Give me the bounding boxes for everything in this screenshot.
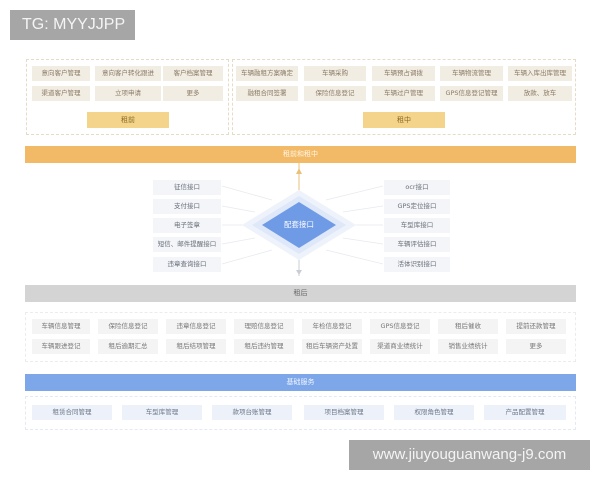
- post-item[interactable]: 提前还款管理: [506, 319, 566, 334]
- post-item[interactable]: 年检信息登记: [302, 319, 362, 334]
- mid-item[interactable]: 放款、放车: [508, 86, 572, 101]
- post-item[interactable]: 违章信息登记: [166, 319, 226, 334]
- base-item[interactable]: 项目档案管理: [304, 405, 384, 420]
- post-item[interactable]: 租后结项管理: [166, 339, 226, 354]
- interface-right[interactable]: GPS定位接口: [384, 199, 450, 214]
- base-item[interactable]: 租赁合同管理: [32, 405, 112, 420]
- mid-lease-label: 租中: [363, 112, 445, 128]
- post-lease-bar: 租后: [25, 285, 576, 302]
- mid-item[interactable]: 车辆入库出库管理: [508, 66, 572, 81]
- pre-lease-label: 租前: [87, 112, 169, 128]
- post-item[interactable]: GPS信息登记: [370, 319, 430, 334]
- pre-item[interactable]: 意向客户管理: [32, 66, 90, 81]
- pre-item[interactable]: 立项申请: [95, 86, 161, 101]
- base-item[interactable]: 产品配置管理: [484, 405, 566, 420]
- interface-left[interactable]: 支付接口: [153, 199, 221, 214]
- post-item[interactable]: 理赔信息登记: [234, 319, 294, 334]
- mid-item[interactable]: 车辆融租方案确定: [236, 66, 298, 81]
- base-item[interactable]: 款项台账管理: [212, 405, 292, 420]
- interface-right[interactable]: ocr接口: [384, 180, 450, 195]
- pre-item-more[interactable]: 更多: [163, 86, 223, 101]
- mid-item[interactable]: GPS信息登记管理: [440, 86, 503, 101]
- post-item[interactable]: 租后催收: [438, 319, 498, 334]
- mid-item[interactable]: 车辆物流管理: [440, 66, 503, 81]
- diamond-label: 配套接口: [284, 220, 314, 229]
- mid-item[interactable]: 车辆过户管理: [372, 86, 435, 101]
- mid-item[interactable]: 保险信息登记: [304, 86, 366, 101]
- mid-item[interactable]: 车辆采购: [304, 66, 366, 81]
- post-item[interactable]: 保险信息登记: [98, 319, 158, 334]
- post-item[interactable]: 租后违约管理: [234, 339, 294, 354]
- interface-right[interactable]: 车型库接口: [384, 218, 450, 233]
- post-item[interactable]: 车辆跟进登记: [32, 339, 90, 354]
- mid-item[interactable]: 融租合同签署: [236, 86, 298, 101]
- interface-left[interactable]: 征信接口: [153, 180, 221, 195]
- interface-right[interactable]: 活体识别接口: [384, 257, 450, 272]
- post-item[interactable]: 渠道商业绩统计: [370, 339, 430, 354]
- watermark-bottom: www.jiuyouguanwang-j9.com: [349, 440, 590, 470]
- base-item[interactable]: 权限角色管理: [394, 405, 474, 420]
- interface-left[interactable]: 违章查询接口: [153, 257, 221, 272]
- post-item-more[interactable]: 更多: [506, 339, 566, 354]
- post-item[interactable]: 租后逾期汇总: [98, 339, 158, 354]
- post-item[interactable]: 车辆信息管理: [32, 319, 90, 334]
- post-item[interactable]: 租后车辆资产处置: [302, 339, 362, 354]
- pre-item[interactable]: 渠道客户管理: [32, 86, 90, 101]
- diamond-shape: [262, 202, 336, 248]
- base-item[interactable]: 车型库管理: [122, 405, 202, 420]
- interface-right[interactable]: 车辆评估接口: [384, 237, 450, 252]
- pre-item[interactable]: 意向客户转化跟进: [95, 66, 161, 81]
- interface-left[interactable]: 短信、邮件提醒接口: [153, 237, 221, 252]
- pre-item[interactable]: 客户档案管理: [163, 66, 223, 81]
- post-item[interactable]: 销售业绩统计: [438, 339, 498, 354]
- pre-mid-bar: 租前和租中: [25, 146, 576, 163]
- mid-item[interactable]: 车辆预占调拨: [372, 66, 435, 81]
- watermark-top: TG: MYYJJPP: [10, 10, 135, 40]
- interface-left[interactable]: 电子签章: [153, 218, 221, 233]
- base-services-bar: 基础服务: [25, 374, 576, 391]
